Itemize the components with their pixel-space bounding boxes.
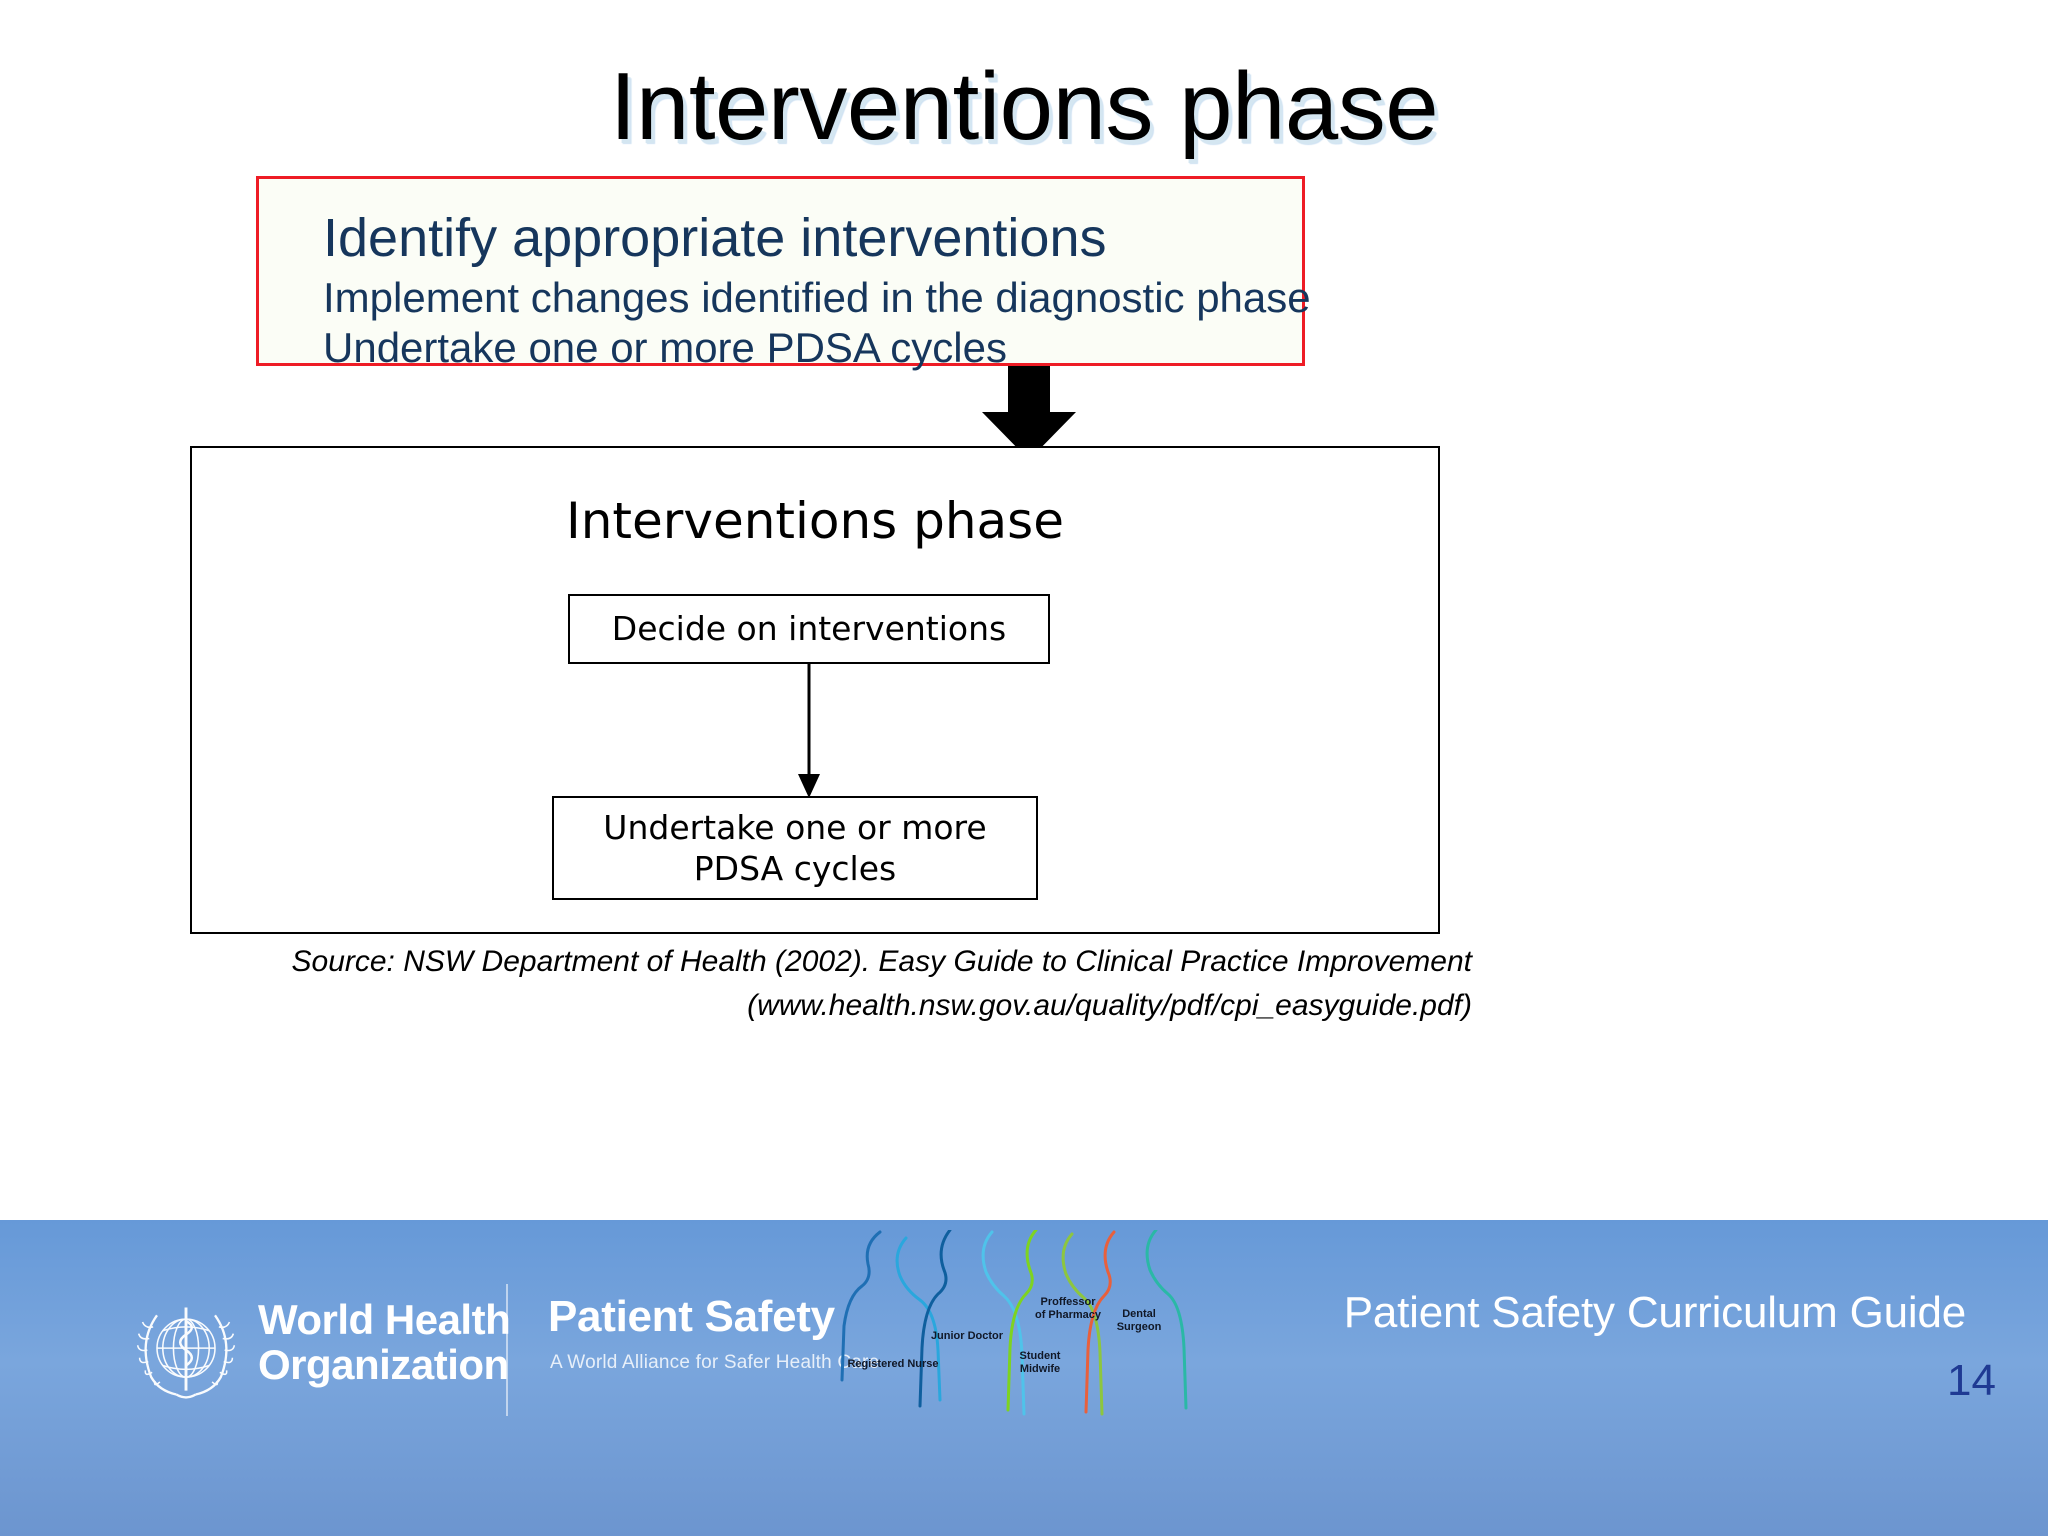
- profession-figures-graphic: Registered Nurse Junior Doctor Student M…: [840, 1228, 1200, 1536]
- patient-safety-title: Patient Safety: [548, 1292, 835, 1341]
- figure-label-dental-surgeon: Dental Surgeon: [1116, 1308, 1162, 1333]
- who-wordmark-line-2: Organization: [258, 1340, 509, 1388]
- patient-safety-subtitle: A World Alliance for Safer Health Care: [550, 1352, 880, 1373]
- source-line-1: Source: NSW Department of Health (2002).…: [291, 945, 1473, 978]
- figure-label-professor-of-pharmacy: Proffessor of Pharmacy: [1034, 1296, 1102, 1321]
- page-title: Interventions phase: [609, 53, 1439, 160]
- flow-connector-arrow-icon: [798, 664, 820, 798]
- figure-label-registered-nurse: Registered Nurse: [847, 1358, 939, 1370]
- source-citation: Source: NSW Department of Health (2002).…: [190, 940, 1473, 1027]
- figure-label-student-midwife: Student Midwife: [1019, 1350, 1061, 1375]
- diagram-frame: Interventions phase Decide on interventi…: [190, 446, 1440, 934]
- who-wordmark: World Health Organization: [258, 1296, 511, 1388]
- callout-content: Identify appropriate interventions Imple…: [259, 179, 1311, 371]
- who-emblem-icon: [136, 1307, 236, 1399]
- diagram-heading: Interventions phase: [566, 492, 1064, 550]
- source-line-2: (www.health.nsw.gov.au/quality/pdf/cpi_e…: [747, 988, 1472, 1022]
- flow-box-pdsa: Undertake one or more PDSA cycles: [552, 796, 1038, 900]
- callout-line-3: Undertake one or more PDSA cycles: [323, 324, 1007, 371]
- figure-outlines-icon: [840, 1228, 1188, 1416]
- callout-line-2: Implement changes identified in the diag…: [323, 274, 1311, 321]
- flow-box-decide: Decide on interventions: [568, 594, 1050, 664]
- callout-line-1: Identify appropriate interventions: [323, 208, 1107, 268]
- footer-divider: [506, 1284, 508, 1416]
- figure-label-junior-doctor: Junior Doctor: [930, 1330, 1004, 1342]
- curriculum-guide-title: Patient Safety Curriculum Guide: [1343, 1288, 1967, 1337]
- who-wordmark-line-1: World Health: [258, 1296, 511, 1343]
- page-number: 14: [1947, 1356, 1996, 1405]
- footer-bar: World Health Organization Patient Safety…: [0, 1220, 2048, 1536]
- callout-box: Identify appropriate interventions Imple…: [256, 176, 1311, 371]
